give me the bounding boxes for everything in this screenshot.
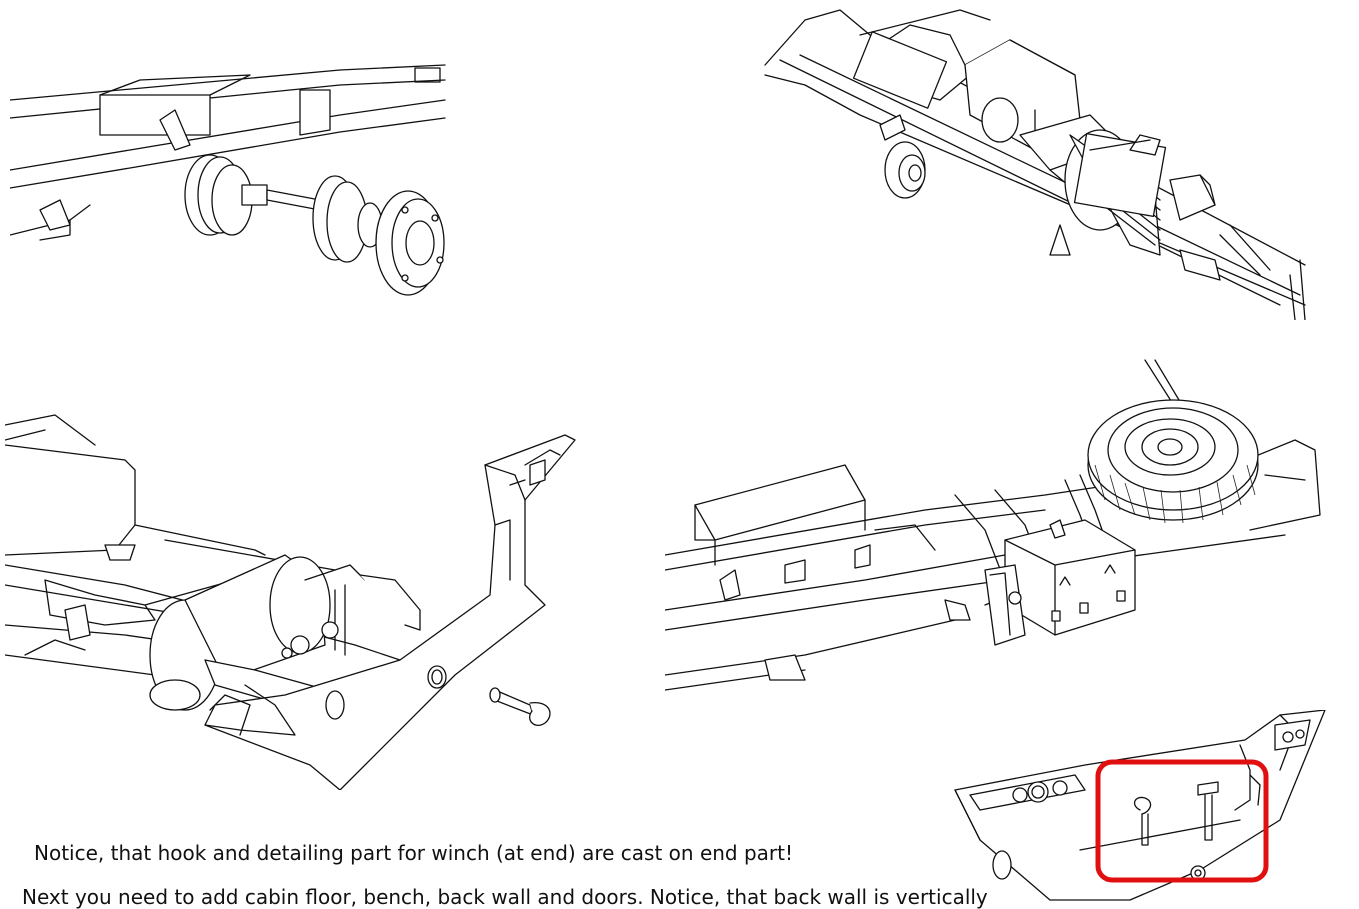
illustration-spare-wheel-box [665, 355, 1355, 715]
highlight-box [1095, 759, 1269, 883]
illustration-end-plate-detail [950, 710, 1330, 905]
instruction-text-next-step: Next you need to add cabin floor, bench,… [22, 885, 988, 909]
illustration-axle-rollers [10, 60, 450, 315]
instruction-text-hook: Notice, that hook and detailing part for… [34, 841, 794, 865]
illustration-end-plate [5, 405, 580, 790]
illustration-chassis-engine [760, 5, 1310, 320]
